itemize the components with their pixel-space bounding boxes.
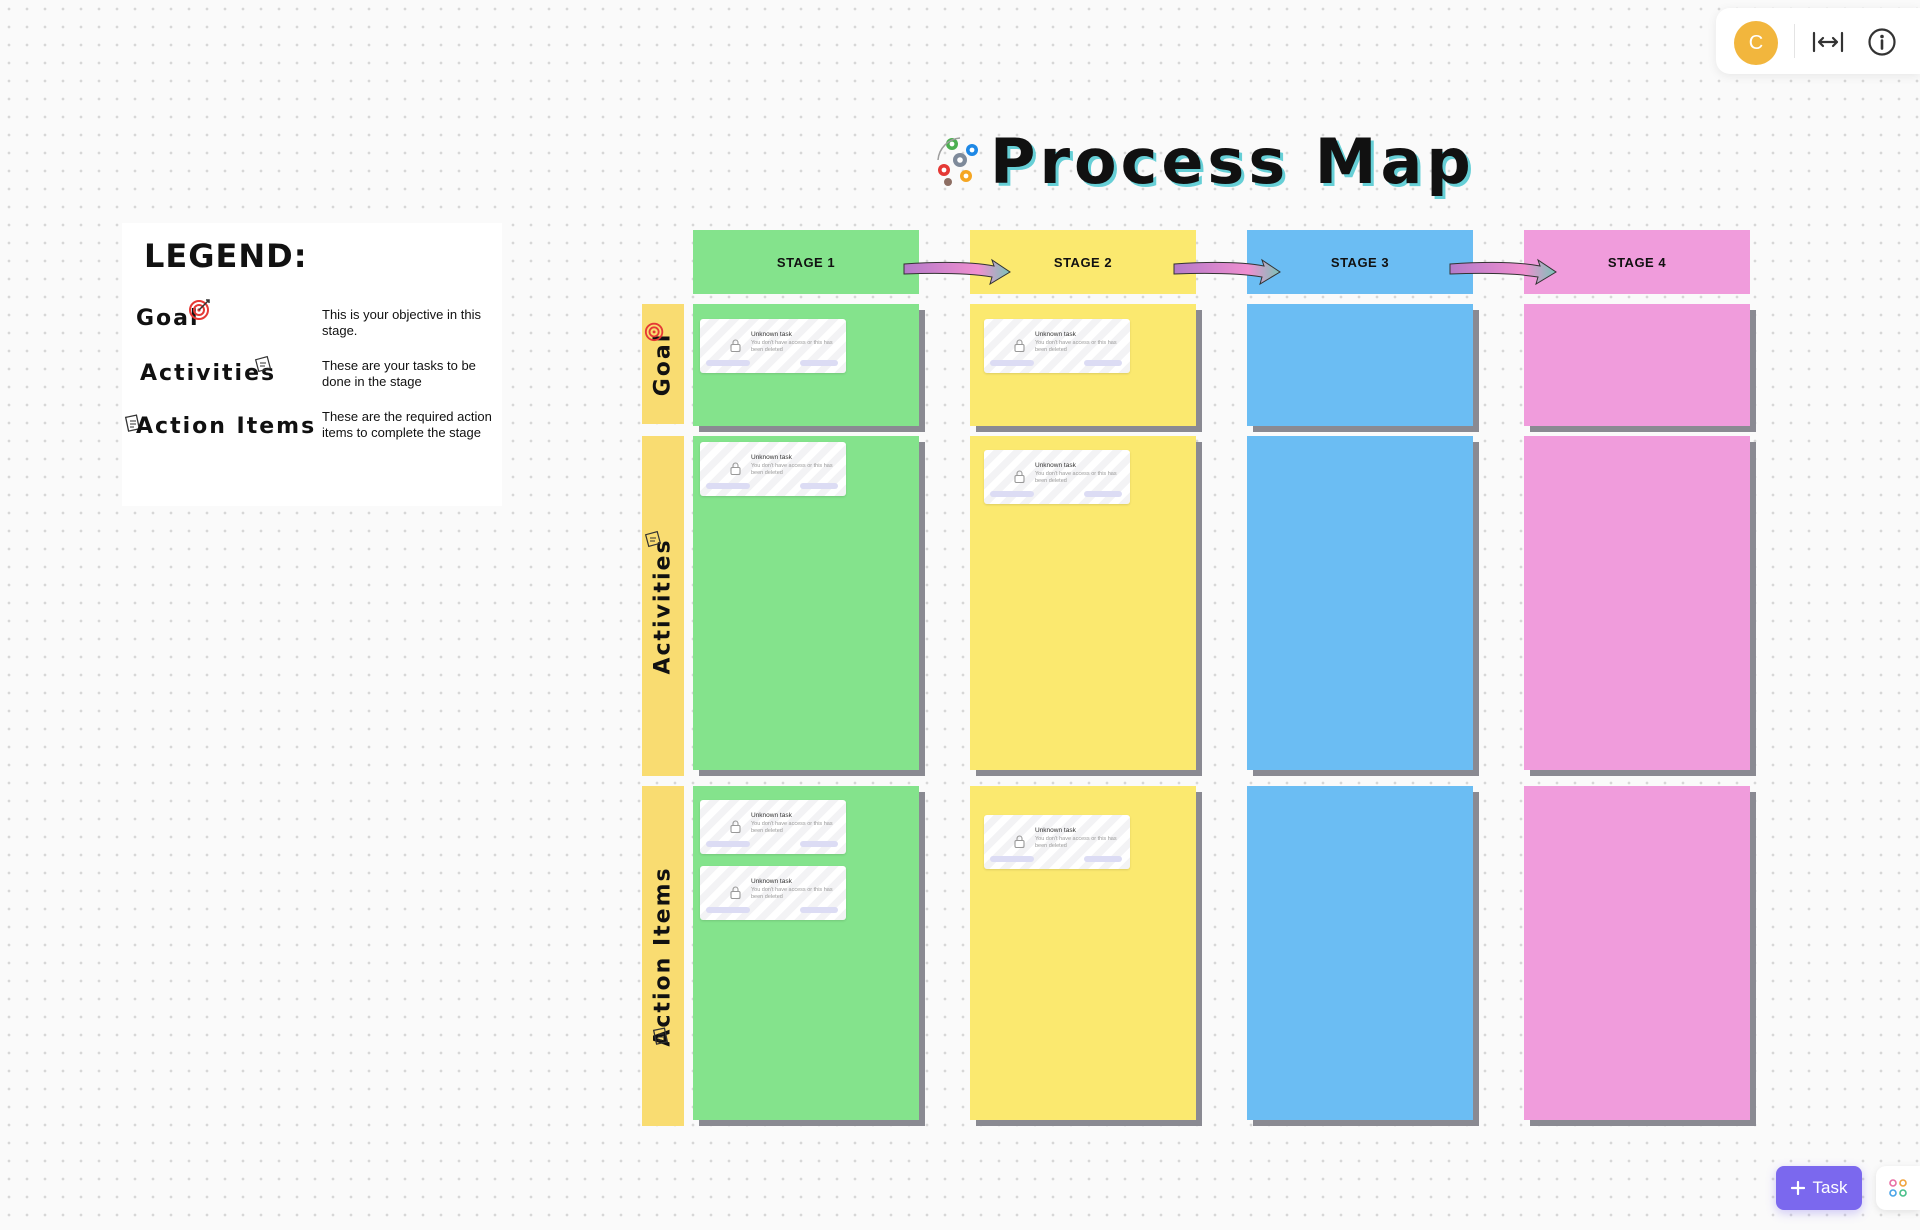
task-card[interactable]: Unknown task You don't have access or th… — [984, 319, 1130, 373]
task-card-subtitle: You don't have access or this has been d… — [751, 463, 833, 476]
target-icon — [188, 297, 212, 326]
legend-desc-activities: These are your tasks to be done in the s… — [322, 358, 476, 389]
blurred-text — [706, 841, 750, 847]
blurred-text — [1084, 856, 1122, 862]
cell-stage3-action-items[interactable] — [1247, 786, 1473, 1120]
task-card-title: Unknown task — [1035, 827, 1076, 834]
blurred-text — [706, 907, 750, 913]
stage-label: STAGE 2 — [1053, 254, 1113, 270]
task-card[interactable]: Unknown task You don't have access or th… — [984, 450, 1130, 504]
stage-label: STAGE 4 — [1607, 254, 1667, 270]
stage-arrow-3 — [1449, 258, 1557, 286]
task-card[interactable]: Unknown task You don't have access or th… — [700, 319, 846, 373]
legend-term-activities: Activities — [140, 361, 277, 386]
cell-stage3-goal[interactable] — [1247, 304, 1473, 426]
blurred-text — [706, 360, 750, 366]
blurred-text — [800, 483, 838, 489]
apps-icon — [1889, 1179, 1907, 1197]
stage-header-1[interactable]: STAGE 1 — [693, 230, 919, 294]
row-label-action-items: Action Items — [642, 786, 684, 1126]
cell-stage4-action-items[interactable] — [1524, 786, 1750, 1120]
blurred-text — [800, 360, 838, 366]
blurred-text — [990, 491, 1034, 497]
blurred-text — [706, 483, 750, 489]
row-label-text: Activities — [650, 537, 676, 675]
info-icon[interactable] — [1864, 24, 1900, 60]
lock-icon — [1014, 835, 1025, 848]
cell-stage4-goal[interactable] — [1524, 304, 1750, 426]
stage-header-4[interactable]: STAGE 4 — [1524, 230, 1750, 294]
task-card-subtitle: You don't have access or this has been d… — [751, 821, 833, 834]
task-card[interactable]: Unknown task You don't have access or th… — [700, 866, 846, 920]
page-title-wrap: Process Map — [990, 124, 1475, 198]
task-card[interactable]: Unknown task You don't have access or th… — [700, 442, 846, 496]
apps-button[interactable] — [1876, 1166, 1920, 1210]
blurred-text — [1084, 360, 1122, 366]
task-card-subtitle: You don't have access or this has been d… — [1035, 836, 1117, 849]
lock-icon — [730, 820, 741, 833]
task-card-subtitle: You don't have access or this has been d… — [1035, 340, 1117, 353]
task-card-title: Unknown task — [1035, 462, 1076, 469]
lock-icon — [1014, 470, 1025, 483]
task-card-title: Unknown task — [751, 878, 792, 885]
lock-icon — [730, 339, 741, 352]
blurred-text — [800, 907, 838, 913]
row-label-goal: Goal — [642, 304, 684, 424]
task-card[interactable]: Unknown task You don't have access or th… — [700, 800, 846, 854]
blurred-text — [800, 841, 838, 847]
lock-icon — [730, 886, 741, 899]
list-icon — [124, 413, 142, 438]
add-task-button[interactable]: Task — [1776, 1166, 1862, 1210]
toolbar-divider — [1794, 24, 1795, 58]
blurred-text — [1084, 491, 1122, 497]
row-label-text: Action Items — [650, 865, 676, 1047]
task-card[interactable]: Unknown task You don't have access or th… — [984, 815, 1130, 869]
lock-icon — [1014, 339, 1025, 352]
task-card-subtitle: You don't have access or this has been d… — [1035, 471, 1117, 484]
stage-arrow-2 — [1173, 258, 1281, 286]
target-icon — [644, 320, 666, 347]
task-card-title: Unknown task — [1035, 331, 1076, 338]
task-card-title: Unknown task — [751, 812, 792, 819]
legend-term-goal: Goal — [136, 306, 200, 331]
gears-icon — [930, 130, 994, 194]
blurred-text — [990, 856, 1034, 862]
plus-icon — [1790, 1181, 1805, 1195]
legend-desc-goal: This is your objective in this stage. — [322, 307, 481, 338]
user-avatar[interactable]: C — [1734, 21, 1778, 65]
task-card-title: Unknown task — [751, 454, 792, 461]
cell-stage3-activities[interactable] — [1247, 436, 1473, 770]
fit-width-icon[interactable] — [1810, 24, 1846, 60]
top-toolbar: C — [1716, 8, 1920, 74]
legend-title: LEGEND: — [144, 237, 308, 275]
task-card-subtitle: You don't have access or this has been d… — [751, 887, 833, 900]
page-title: Process Map — [990, 124, 1475, 198]
list-icon — [652, 1026, 670, 1051]
note-icon — [254, 355, 272, 378]
note-icon — [644, 530, 662, 553]
lock-icon — [730, 462, 741, 475]
stage-header-3[interactable]: STAGE 3 — [1247, 230, 1473, 294]
task-card-subtitle: You don't have access or this has been d… — [751, 340, 833, 353]
stage-label: STAGE 3 — [1330, 254, 1390, 270]
legend-desc-action-items: These are the required action items to c… — [322, 409, 492, 440]
task-card-title: Unknown task — [751, 331, 792, 338]
stage-header-2[interactable]: STAGE 2 — [970, 230, 1196, 294]
row-label-activities: Activities — [642, 436, 684, 776]
blurred-text — [990, 360, 1034, 366]
stage-label: STAGE 1 — [776, 254, 836, 270]
cell-stage4-activities[interactable] — [1524, 436, 1750, 770]
legend-term-action-items: Action Items — [136, 414, 317, 439]
stage-arrow-1 — [903, 258, 1011, 286]
legend-panel: LEGEND: Goal This is your objective in t… — [122, 223, 502, 506]
add-task-label: Task — [1812, 1178, 1848, 1197]
